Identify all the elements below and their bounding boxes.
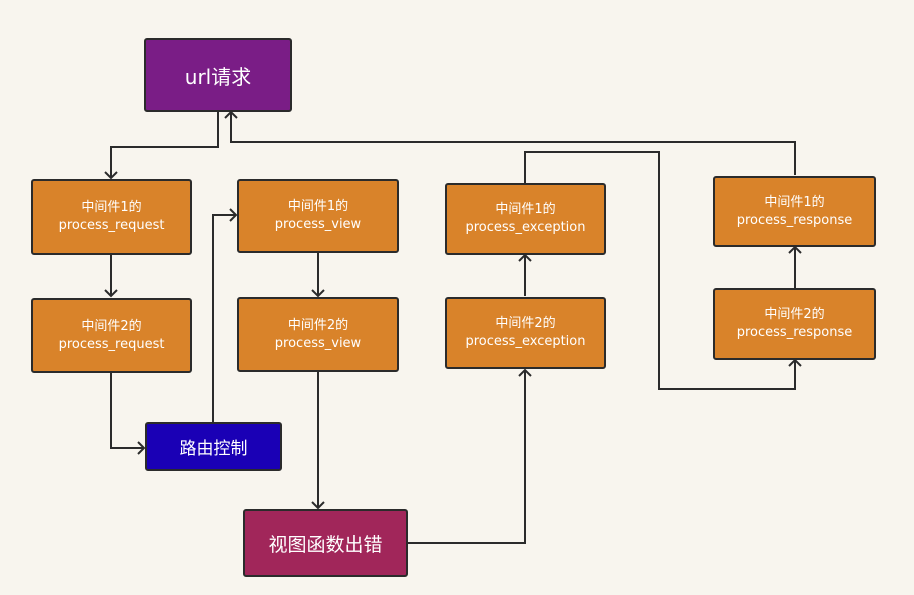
arrow-mw2-request-to-routing — [110, 373, 144, 449]
node-mw2-process-exception: 中间件2的 process_exception — [445, 297, 606, 369]
node-mw1-process-view-line2: process_view — [274, 217, 362, 232]
node-mw1-process-request-line2: process_request — [58, 218, 165, 233]
node-view-error-label: 视图函数出错 — [268, 533, 383, 556]
arrow-mw1-exception-to-mw2-response — [524, 151, 796, 390]
node-mw2-process-exception-line2: process_exception — [465, 334, 586, 349]
node-routing-label: 路由控制 — [179, 439, 248, 459]
node-mw2-process-request-line1: 中间件2的 — [81, 318, 142, 334]
arrowhead-mw2-to-mw1-response — [788, 245, 802, 254]
node-mw1-process-response: 中间件1的 process_response — [713, 176, 876, 247]
arrow-url-to-mw1-request — [110, 112, 219, 178]
node-mw2-process-view-line2: process_view — [274, 335, 362, 351]
node-mw2-process-view: 中间件2的 process_view — [237, 297, 399, 372]
node-mw2-process-response-line1: 中间件2的 — [764, 307, 825, 322]
node-mw1-process-request: 中间件1的 process_request — [31, 179, 192, 255]
node-mw1-process-exception-line2: process_exception — [465, 220, 586, 235]
arrowhead-routing-to-mw1-view — [229, 208, 238, 222]
arrowhead-mw1-exception-to-mw2-response — [788, 358, 802, 367]
arrowhead-view-error-to-mw2-exception — [518, 368, 532, 377]
node-mw2-process-request-line2: process_request — [58, 336, 165, 352]
arrowhead-mw1-to-mw2-request — [104, 289, 118, 298]
node-mw2-process-view-line1: 中间件2的 — [287, 317, 349, 333]
node-mw2-process-request: 中间件2的 process_request — [31, 298, 192, 373]
node-mw1-process-view: 中间件1的 process_view — [237, 179, 399, 253]
node-view-error: 视图函数出错 — [243, 509, 408, 577]
node-mw1-process-exception-line1: 中间件1的 — [495, 202, 556, 217]
node-routing: 路由控制 — [145, 422, 282, 471]
node-url-request-label: url请求 — [184, 64, 252, 89]
arrowhead-mw1-to-mw2-view — [311, 289, 325, 298]
arrow-routing-to-mw1-view — [212, 214, 236, 422]
arrowhead-mw2-view-to-view-error — [311, 501, 325, 510]
node-mw1-process-exception: 中间件1的 process_exception — [445, 183, 606, 255]
node-mw1-process-view-line1: 中间件1的 — [287, 199, 349, 214]
node-mw2-process-response: 中间件2的 process_response — [713, 288, 876, 360]
node-mw1-process-request-line1: 中间件1的 — [81, 200, 142, 215]
arrowhead-url-to-mw1-request — [104, 171, 118, 180]
arrow-mw1-response-to-url — [230, 112, 796, 175]
node-mw2-process-response-line2: process_response — [736, 325, 853, 340]
arrowhead-mw1-response-to-url — [224, 110, 238, 119]
arrowhead-mw2-to-mw1-exception — [518, 253, 532, 262]
node-mw1-process-response-line1: 中间件1的 — [764, 194, 825, 210]
node-url-request: url请求 — [144, 38, 292, 112]
arrow-view-error-to-mw2-exception — [408, 370, 526, 544]
node-mw1-process-response-line2: process_response — [736, 212, 853, 228]
node-mw2-process-exception-line1: 中间件2的 — [495, 316, 556, 331]
arrowhead-mw2-request-to-routing — [137, 441, 146, 455]
